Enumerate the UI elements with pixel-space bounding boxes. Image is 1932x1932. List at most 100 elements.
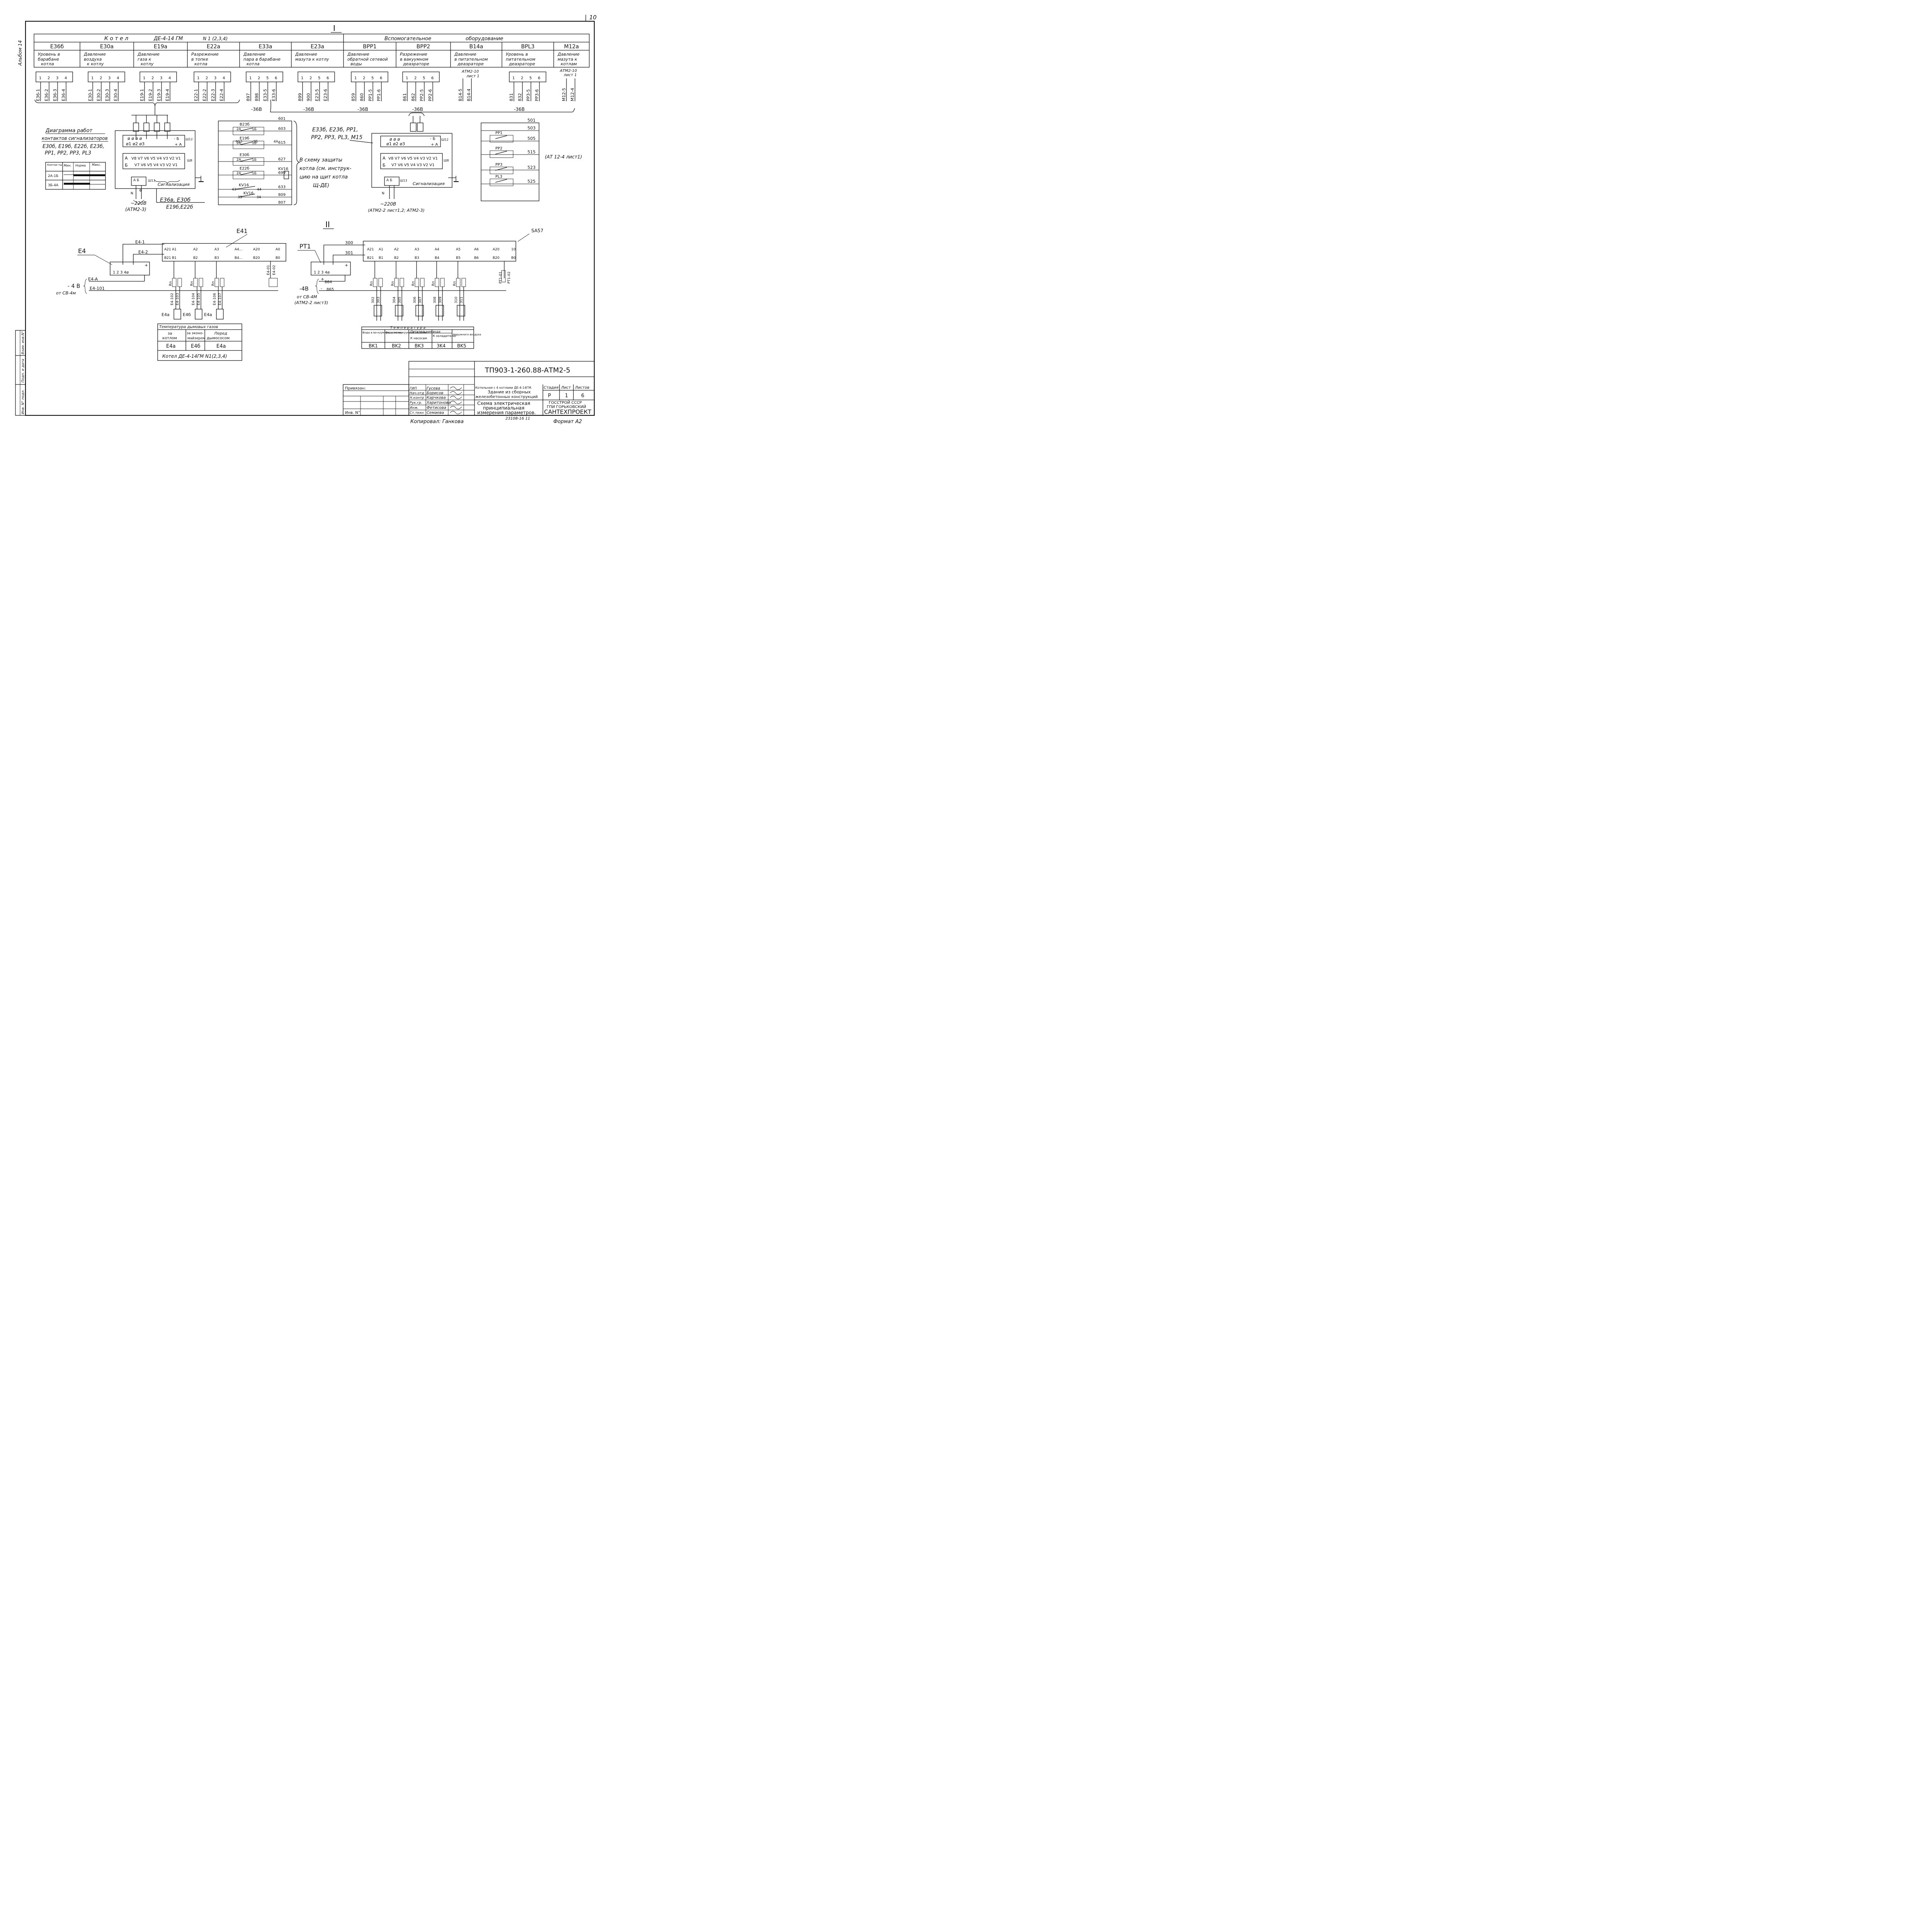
- svg-text:воздуха: воздуха: [84, 57, 102, 62]
- svg-text:Ш12: Ш12: [441, 138, 449, 141]
- e41-terminal: A2: [193, 248, 198, 252]
- wire-number: 807: [278, 201, 286, 205]
- column-desc: Уровень в: [38, 52, 60, 57]
- column-code: E36б: [50, 44, 64, 50]
- svg-text:310: 310: [454, 297, 458, 303]
- svg-text:Воды в ва-куумную колонку: Воды в ва-куумную колонку: [362, 331, 403, 334]
- svg-text:N: N: [131, 192, 133, 196]
- svg-text:2: 2: [414, 76, 417, 80]
- svg-text:B1: B1: [379, 256, 383, 260]
- svg-text:-: -: [321, 286, 322, 291]
- aux-relay: PP3: [495, 163, 502, 167]
- terminal-label: M12-5: [561, 88, 566, 101]
- sa57-terminal: A3: [415, 248, 419, 252]
- svg-text:4А: 4А: [274, 140, 279, 144]
- svg-text:864: 864: [325, 280, 332, 284]
- svg-text:Rп: Rп: [211, 281, 215, 286]
- svg-text:контактов сигнализаторов: контактов сигнализаторов: [42, 136, 108, 141]
- sa57-terminal: 10: [511, 248, 516, 252]
- svg-text:308: 308: [433, 297, 437, 303]
- svg-text:1: 1: [301, 76, 303, 80]
- svg-text:E41: E41: [236, 228, 248, 235]
- svg-text:E4-107: E4-107: [218, 293, 222, 305]
- contact-label: E19б: [240, 136, 249, 141]
- role: ГИП: [410, 387, 417, 391]
- svg-text:Rп: Rп: [169, 281, 173, 286]
- svg-text:PT1-02: PT1-02: [507, 272, 511, 284]
- svg-text:за: за: [168, 332, 172, 336]
- svg-text:B21: B21: [164, 256, 171, 260]
- schematic-sheet: 10 Альбом 14 Взам. инв.N° Подп. и дата И…: [15, 14, 597, 425]
- svg-text:B4...: B4...: [235, 256, 242, 260]
- svg-text:B1: B1: [172, 256, 177, 260]
- terminal-label: PP1-5: [368, 89, 373, 101]
- svg-text:2А: 2А: [236, 158, 242, 162]
- terminal-label: E22-4: [219, 89, 224, 101]
- column-code: E23a: [311, 44, 324, 50]
- svg-text:оборудование: оборудование: [466, 36, 503, 42]
- svg-text:газа к: газа к: [138, 57, 151, 62]
- svg-text:4: 4: [223, 76, 225, 80]
- column-desc: Давление: [295, 52, 317, 57]
- svg-text:2А-1Б: 2А-1Б: [48, 174, 58, 178]
- svg-text:Наружного воздуха: Наружного воздуха: [453, 333, 481, 336]
- svg-text:V7 V6 V5 V4 V3 V2 V1: V7 V6 V5 V4 V3 V2 V1: [391, 163, 435, 167]
- aux-wire: 503: [527, 126, 536, 131]
- svg-text:воды: воды: [350, 61, 362, 66]
- svg-text:+ А: + А: [431, 143, 438, 147]
- svg-text:E4-2: E4-2: [138, 250, 148, 255]
- svg-text:3: 3: [214, 76, 216, 80]
- svg-text:деаэраторе: деаэраторе: [403, 61, 429, 66]
- svg-text:3Б: 3Б: [253, 140, 258, 144]
- sa57-terminal: A4: [435, 248, 439, 252]
- aux-wire: 525: [527, 179, 536, 184]
- column-desc: Давление: [137, 52, 160, 57]
- aux-relay: PL3: [495, 175, 502, 179]
- terminal-label: E36-2: [44, 89, 49, 101]
- svg-text:Ш8: Ш8: [444, 159, 449, 162]
- signaling-unit-1: - Б + А Ш12 ø ø ø ø ø1 ø2 ø3 Ш8 А Б V8 V…: [115, 115, 205, 212]
- wire-number: 809: [278, 193, 286, 197]
- svg-text:E4: E4: [78, 247, 86, 255]
- terminal-label: E19-2: [148, 89, 153, 101]
- svg-text:К о т е л: К о т е л: [104, 36, 128, 42]
- svg-text:Инв. N°: Инв. N°: [345, 411, 360, 415]
- svg-text:ø1 ø2 ø3: ø1 ø2 ø3: [126, 141, 145, 146]
- svg-text:E4-103: E4-103: [176, 293, 180, 305]
- terminal-label: E22-2: [202, 89, 207, 101]
- svg-text:B5: B5: [456, 256, 461, 260]
- svg-text:Привязан:: Привязан:: [345, 386, 366, 391]
- terminal-label: E23-5: [315, 89, 320, 101]
- svg-text:лист 1: лист 1: [563, 73, 577, 77]
- svg-text:309: 309: [439, 297, 442, 303]
- svg-text:5: 5: [318, 76, 320, 80]
- svg-text:2: 2: [310, 76, 312, 80]
- svg-text:304: 304: [393, 297, 396, 303]
- contact-label: E22б: [240, 167, 249, 171]
- svg-text:2: 2: [521, 76, 523, 80]
- svg-text:барабане: барабане: [38, 57, 59, 62]
- terminal-label: M12-4: [570, 88, 575, 101]
- wire-number: 633: [278, 185, 286, 189]
- water-temperature-table: Т е м п е р а т у р а Воды в ва-куумную …: [361, 326, 481, 349]
- sa57-terminal: A1: [379, 248, 383, 252]
- svg-text:3Б-4А: 3Б-4А: [48, 184, 59, 187]
- svg-text:E4-104: E4-104: [192, 293, 196, 305]
- svg-text:3: 3: [108, 76, 111, 80]
- svg-text:1Б: 1Б: [252, 158, 257, 162]
- aux-wire: 515: [527, 150, 536, 155]
- aux-wire: 501: [527, 118, 536, 123]
- svg-text:2А: 2А: [236, 172, 242, 175]
- terminal-label: PP3-6: [534, 89, 539, 101]
- svg-text:E4б: E4б: [191, 344, 201, 349]
- svg-text:мазута к котлу: мазута к котлу: [295, 57, 329, 62]
- e41-terminal: A3: [214, 248, 219, 252]
- svg-text:ДЕ-4-14 ГМ: ДЕ-4-14 ГМ: [153, 36, 183, 42]
- svg-text:Rп: Rп: [391, 281, 395, 286]
- svg-text:дымососом: дымососом: [207, 336, 230, 340]
- svg-text:B21: B21: [367, 256, 374, 260]
- terminal-label: E30-3: [105, 89, 110, 101]
- terminal-label: E19-4: [165, 89, 170, 101]
- svg-text:3: 3: [56, 76, 58, 80]
